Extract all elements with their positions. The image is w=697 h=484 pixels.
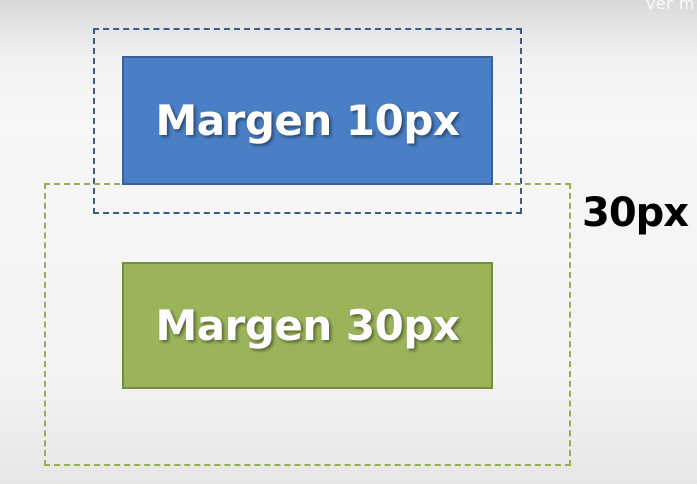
margin-10px-label: Margen 10px bbox=[155, 96, 460, 145]
margin-30px-label: Margen 30px bbox=[155, 301, 460, 350]
video-overlay-text: ver m bbox=[645, 0, 695, 13]
margin-30px-box: Margen 30px bbox=[122, 262, 493, 389]
margin-10px-box: Margen 10px bbox=[122, 56, 493, 185]
margin-outline-10px bbox=[93, 28, 522, 214]
collapsed-margin-label: 30px bbox=[582, 190, 689, 236]
